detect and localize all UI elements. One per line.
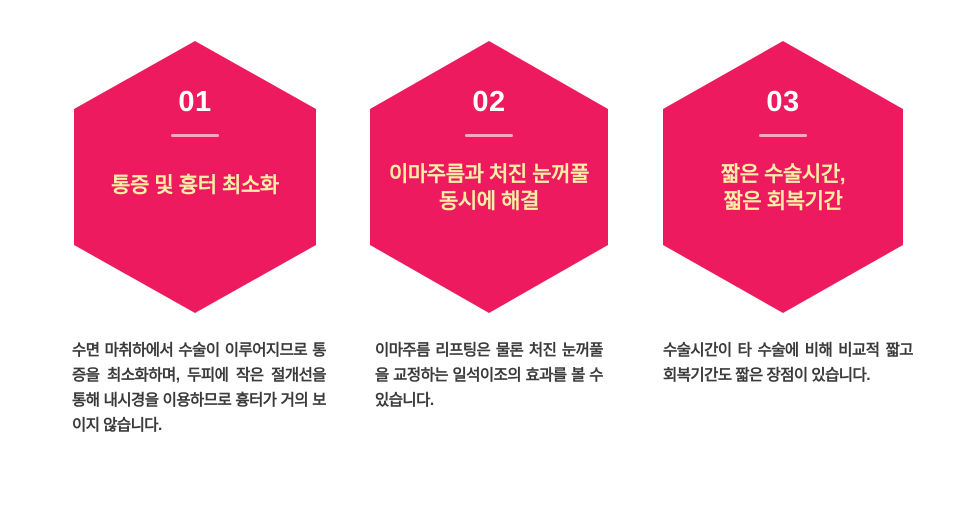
feature-card-03: 03 짧은 수술시간, 짧은 회복기간 수술시간이 타 수술에 비해 비교적 짧… — [655, 0, 945, 513]
feature-card-01: 01 통증 및 흉터 최소화 수면 마취하에서 수술이 이루어지므로 통증을 최… — [66, 0, 356, 513]
hexagon-badge-03: 03 짧은 수술시간, 짧은 회복기간 — [663, 41, 903, 313]
card-caption-02: 이마주름 리프팅은 물론 처진 눈꺼풀을 교정하는 일석이조의 효과를 볼 수 … — [375, 342, 604, 410]
card-caption-01: 수면 마취하에서 수술이 이루어지므로 통증을 최소화하며, 두피에 작은 절개… — [72, 342, 327, 435]
hexagon-shape-icon — [663, 41, 903, 313]
card-caption-03: 수술시간이 타 수술에 비해 비교적 짧고 회복기간도 짧은 장점이 있습니다. — [663, 342, 914, 385]
hexagon-shape-icon — [74, 41, 316, 313]
hexagon-shape-icon — [370, 41, 608, 313]
feature-card-02: 02 이마주름과 처진 눈꺼풀 동시에 해결 이마주름 리프팅은 물론 처진 눈… — [362, 0, 652, 513]
hexagon-badge-01: 01 통증 및 흉터 최소화 — [74, 41, 316, 313]
hexagon-badge-02: 02 이마주름과 처진 눈꺼풀 동시에 해결 — [370, 41, 608, 313]
